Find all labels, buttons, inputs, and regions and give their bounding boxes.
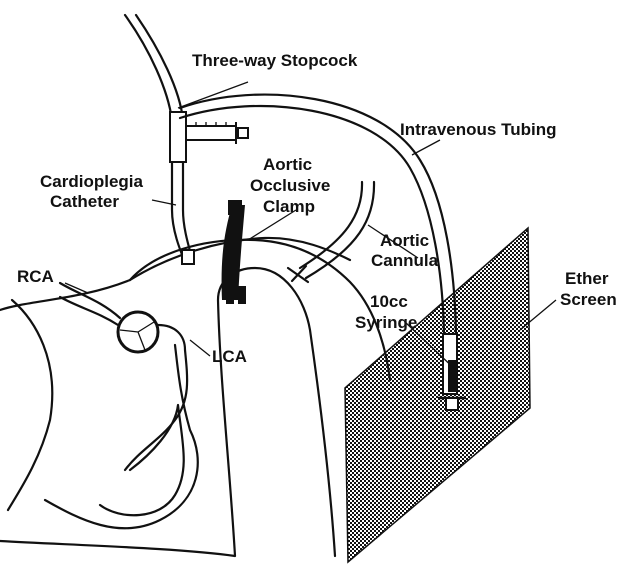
- aortic-valve: [118, 312, 158, 352]
- ether-label-2: Screen: [560, 290, 617, 309]
- cardioplegia-label-2: Catheter: [50, 192, 119, 211]
- clamp-label-3: Clamp: [263, 197, 315, 216]
- catheter-tip: [182, 250, 194, 264]
- lca-branch-loop: [100, 405, 184, 515]
- syringe-label-2: Syringe: [355, 313, 417, 332]
- tubing-label: Intravenous Tubing: [400, 120, 556, 139]
- aortic-occlusive-clamp: [222, 200, 246, 304]
- cannula-label-2: Cannula: [371, 251, 439, 270]
- clamp-label-2: Occlusive: [250, 176, 330, 195]
- cannula-connector: [288, 266, 308, 282]
- lca-vessel: [8, 300, 198, 528]
- ether-screen: [345, 228, 530, 562]
- lca-label: LCA: [212, 347, 247, 366]
- rca-label: RCA: [17, 267, 54, 286]
- clamp-label-1: Aortic: [263, 155, 312, 174]
- stopcock-label: Three-way Stopcock: [192, 51, 358, 70]
- rca-vessel: [60, 283, 120, 325]
- cannula-label-1: Aortic: [380, 231, 429, 250]
- cardioplegia-label-1: Cardioplegia: [40, 172, 144, 191]
- syringe-label-1: 10cc: [370, 292, 408, 311]
- three-way-stopcock: [170, 112, 248, 162]
- ether-label-1: Ether: [565, 269, 609, 288]
